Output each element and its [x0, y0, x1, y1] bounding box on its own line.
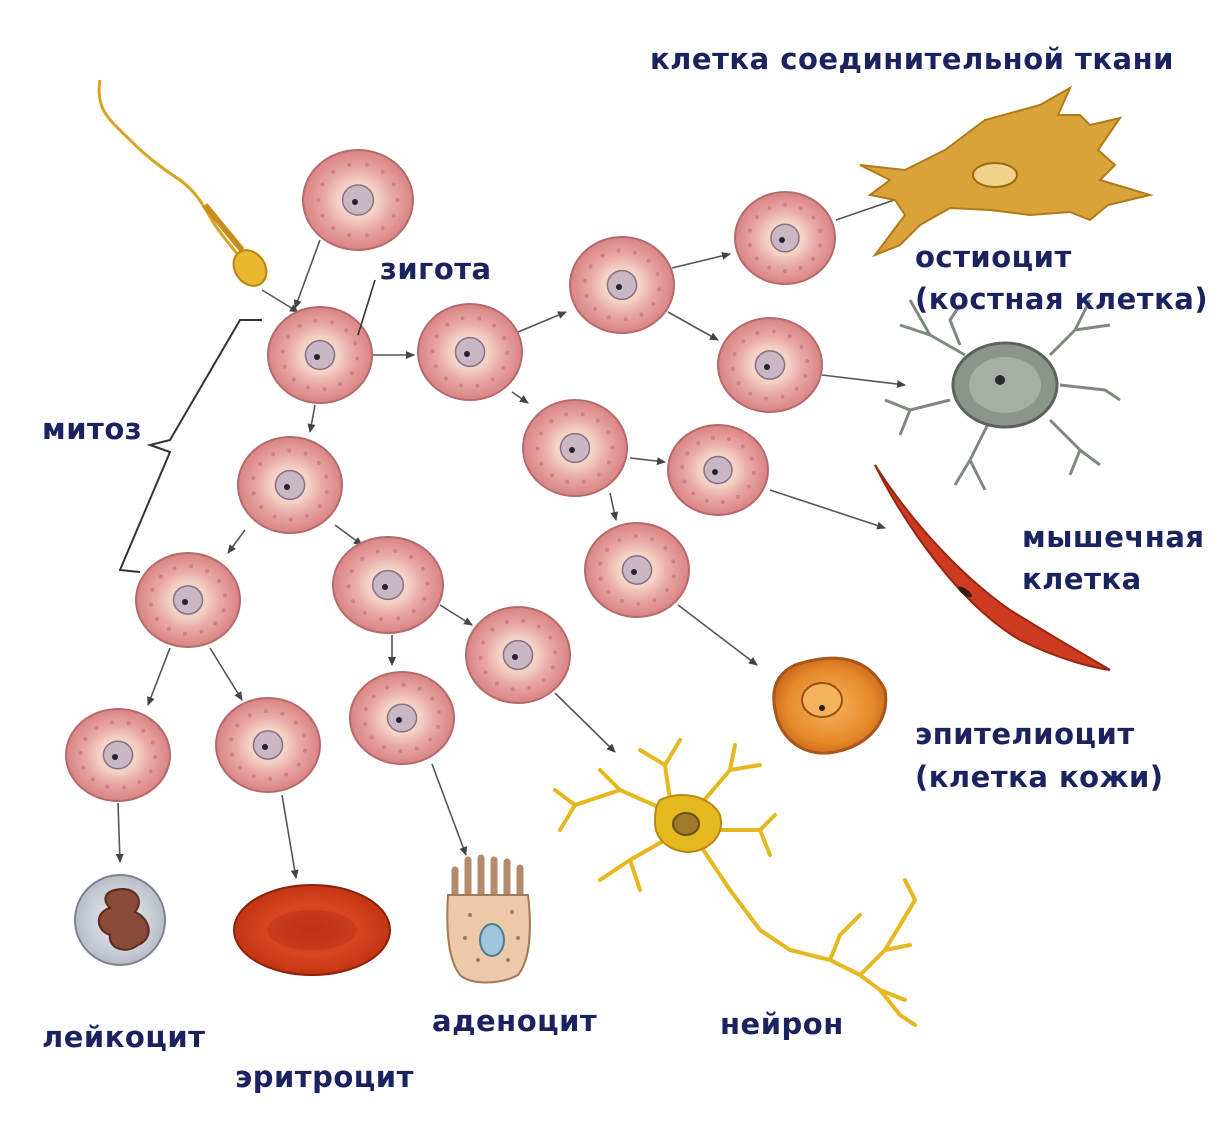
cells [66, 150, 835, 801]
dividing-cell [718, 318, 822, 412]
arrow [282, 795, 296, 878]
sperm-cell [99, 80, 273, 292]
dividing-cell [585, 523, 689, 617]
label-zygote: зигота [380, 250, 492, 289]
dividing-cell [216, 698, 320, 792]
label-neuron: нейрон [720, 1005, 844, 1044]
arrow [678, 605, 757, 665]
arrow [335, 525, 362, 545]
dividing-cell [136, 553, 240, 647]
label-epitheliocyte-line2: (клетка кожи) [915, 758, 1164, 797]
arrow [440, 605, 472, 625]
arrow [555, 693, 615, 752]
label-osteocyte-line1: остиоцит [915, 238, 1072, 277]
arrow [630, 458, 665, 462]
adenocyte-cell [447, 858, 530, 983]
label-osteocyte-line2: (костная клетка) [915, 280, 1208, 319]
label-connective-tissue: клетка соединительной ткани [650, 40, 1174, 79]
label-epitheliocyte-line1: эпителиоцит [915, 715, 1135, 754]
dividing-cell [268, 307, 372, 403]
label-muscle-line2: клетка [1022, 560, 1142, 599]
dividing-cell [570, 237, 674, 333]
dividing-cell [735, 192, 835, 284]
arrow [310, 405, 315, 432]
arrow [668, 312, 718, 340]
epitheliocyte-cell [774, 658, 886, 753]
dividing-cell [523, 400, 627, 496]
dividing-cell [333, 537, 443, 633]
label-erythrocyte: эритроцит [235, 1058, 414, 1097]
label-mitosis: митоз [42, 410, 142, 449]
dividing-cell [350, 672, 454, 764]
zygote-pointer [358, 280, 375, 335]
label-leukocyte: лейкоцит [42, 1018, 205, 1057]
dividing-cell [238, 437, 342, 533]
dividing-cell [466, 607, 570, 703]
arrow [148, 648, 170, 705]
dividing-cell [418, 304, 522, 400]
arrow [518, 312, 566, 332]
arrow [770, 490, 885, 528]
label-adenocyte: аденоцит [432, 1002, 597, 1041]
connective-tissue-cell [860, 88, 1150, 255]
arrow [295, 240, 320, 308]
osteocyte-cell [885, 300, 1120, 490]
label-muscle-line1: мышечная [1022, 518, 1205, 557]
arrow [432, 764, 466, 855]
arrow [610, 493, 616, 520]
arrow [822, 375, 905, 385]
arrow [262, 290, 298, 312]
arrow [228, 530, 245, 553]
leukocyte-cell [75, 875, 165, 965]
arrow [672, 254, 730, 268]
arrow [512, 392, 528, 403]
dividing-cell [66, 709, 170, 801]
dividing-cell [303, 150, 413, 250]
dividing-cell [668, 425, 768, 515]
neuron-cell [555, 740, 915, 1025]
erythrocyte-cell [234, 885, 390, 975]
arrow [118, 803, 120, 862]
arrow [210, 648, 242, 700]
